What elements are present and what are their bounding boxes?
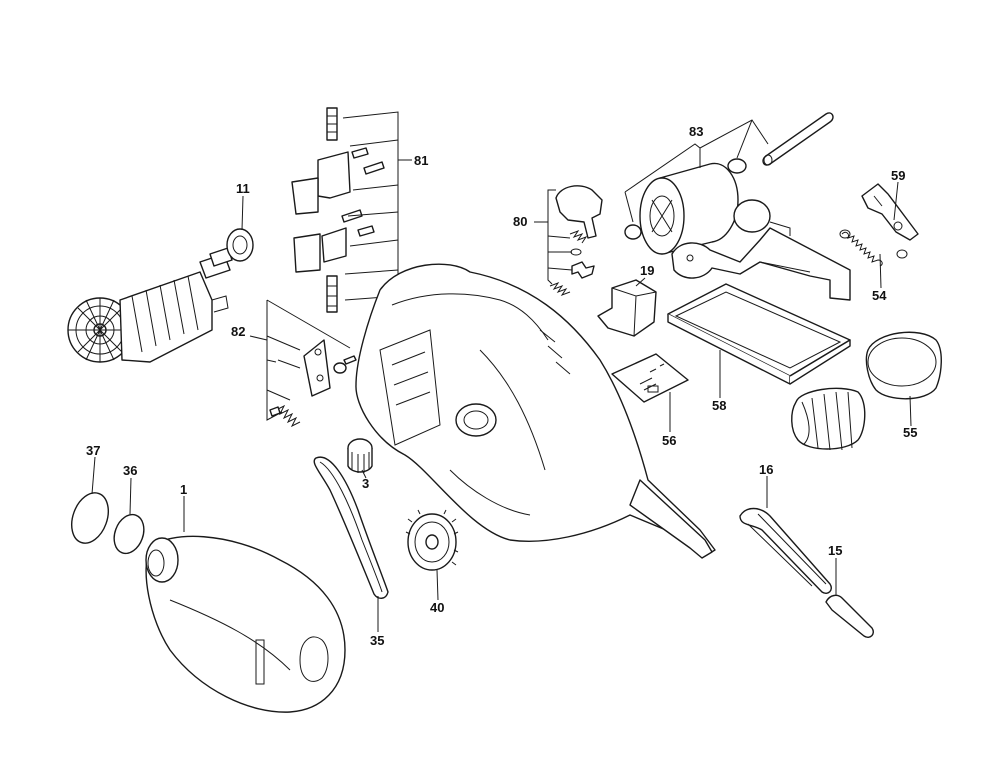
cable-part	[825, 594, 874, 638]
switch-part	[597, 279, 657, 337]
callout-11: 11	[236, 181, 250, 196]
callout-82: 82	[231, 324, 245, 339]
callout-leaders	[91, 181, 912, 632]
roller-leader	[624, 119, 769, 223]
callout-19: 19	[640, 263, 654, 278]
callout-59: 59	[891, 168, 905, 183]
callout-56: 56	[662, 433, 676, 448]
pulley-part	[405, 509, 459, 571]
lever-part	[861, 183, 919, 241]
armature-part	[67, 247, 233, 363]
cable-guard-part	[739, 507, 832, 594]
callout-58: 58	[712, 398, 726, 413]
callout-16: 16	[759, 462, 773, 477]
brush-holder-leader	[342, 111, 412, 301]
callout-labels: 11 81 82 80 83 59 54 19 58 56 55 37 36 1…	[86, 124, 917, 648]
main-housing-part	[355, 263, 716, 559]
callout-81: 81	[414, 153, 428, 168]
plate-part	[611, 353, 689, 403]
callout-55: 55	[903, 425, 917, 440]
dust-sleeve-part	[791, 331, 942, 451]
callout-15: 15	[828, 543, 842, 558]
bearing-part	[226, 228, 254, 262]
callout-83: 83	[689, 124, 703, 139]
spring-holder-part	[269, 339, 357, 428]
callout-40: 40	[430, 600, 444, 615]
callout-80: 80	[513, 214, 527, 229]
platen-part	[667, 283, 851, 385]
lock-button-leader	[534, 189, 573, 285]
lock-button-part	[549, 185, 603, 297]
callout-35: 35	[370, 633, 384, 648]
callout-1: 1	[180, 482, 187, 497]
ring-part	[71, 492, 145, 555]
callout-36: 36	[123, 463, 137, 478]
roller-part	[624, 112, 834, 255]
brush-holder-part	[291, 107, 385, 313]
callout-54: 54	[872, 288, 887, 303]
pinion-part	[347, 438, 373, 473]
motor-cover-part	[145, 535, 346, 713]
bracket-part	[671, 199, 851, 301]
callout-37: 37	[86, 443, 100, 458]
spring-part	[839, 229, 908, 267]
callout-3: 3	[362, 476, 369, 491]
belt-part	[313, 456, 389, 599]
